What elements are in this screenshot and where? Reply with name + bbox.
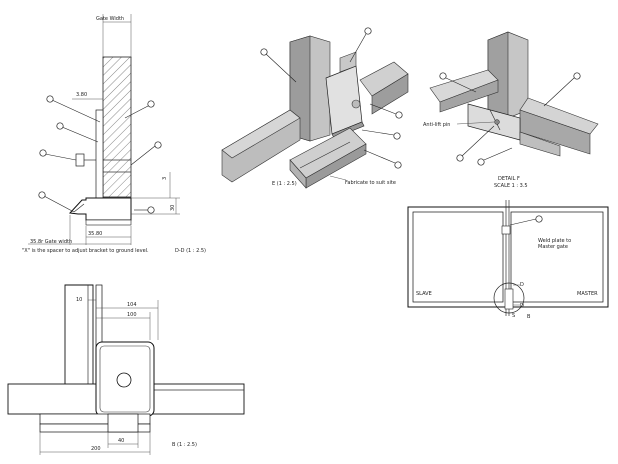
callout-dd-5 <box>124 100 155 119</box>
callout-f-4 <box>477 147 513 166</box>
pin-block <box>75 153 85 167</box>
dim-s-label: S <box>512 313 515 319</box>
gate-width-bottom: 35.8r Gate width <box>30 239 72 245</box>
callout-e-5 <box>363 149 402 169</box>
pivot-hole <box>116 372 132 388</box>
section-b-title: B (1 : 2.5) <box>172 442 197 448</box>
detail-f-title: DETAIL F <box>498 176 520 182</box>
dim-10: 10 <box>76 297 82 303</box>
dim-30: 30 <box>170 205 176 211</box>
anti-lift-pin-label: Anti-lift pin <box>423 122 450 128</box>
callout-dd-2 <box>56 122 99 143</box>
section-b-view: 10 104 100 40 200 B (1 : 2.5) <box>7 284 245 455</box>
callout-f-2 <box>543 72 581 107</box>
slave-label: SLAVE <box>416 291 432 297</box>
dim-3-80: 3.80 <box>76 92 87 98</box>
dim-200: 200 <box>91 446 101 452</box>
dim-3: 3 <box>162 177 168 180</box>
detail-circle <box>493 282 525 314</box>
section-b-marker: B <box>527 314 531 320</box>
section-dd-view: Gate Width 3 30 3.80 35.80 35.8r Gate wi… <box>22 14 206 254</box>
callout-e-2 <box>349 27 372 63</box>
callout-gate-1 <box>509 215 543 226</box>
callout-dd-6 <box>130 141 162 166</box>
dim-35-80: 35.80 <box>88 231 102 237</box>
dim-104: 104 <box>127 302 137 308</box>
callout-dd-7 <box>134 206 155 214</box>
callout-e-4 <box>361 129 401 140</box>
section-dd-title: D-D (1 : 2.5) <box>175 248 206 254</box>
dim-40: 40 <box>118 438 124 444</box>
detail-f-scale: SCALE 1 : 3.5 <box>494 183 528 189</box>
callout-dd-1 <box>46 95 101 123</box>
section-d-marker-bottom: D <box>520 303 524 309</box>
bracket-plate <box>95 109 104 199</box>
master-label: MASTER <box>577 291 598 297</box>
callout-dd-3 <box>39 149 77 161</box>
callout-e-3 <box>369 103 403 119</box>
callout-e-1 <box>260 48 297 83</box>
callout-dd-4 <box>38 191 75 213</box>
detail-e-view: Fabricate to suit site E (1 : 2.5) <box>221 27 409 189</box>
fabricate-note: Fabricate to suit site <box>345 180 396 186</box>
callout-f-3 <box>456 125 495 162</box>
spacer-note: "X" is the spacer to adjust bracket to g… <box>22 248 149 254</box>
detail-f-view: Anti-lift pin DETAIL F SCALE 1 : 3.5 <box>423 31 599 189</box>
dim-100: 100 <box>127 312 137 318</box>
hatched-post <box>102 56 132 198</box>
gate-width-label: Gate Width <box>96 16 124 22</box>
section-d-marker-top: D <box>520 282 524 288</box>
callout-f-1 <box>439 72 477 93</box>
detail-e-caption: E (1 : 2.5) <box>272 181 297 187</box>
